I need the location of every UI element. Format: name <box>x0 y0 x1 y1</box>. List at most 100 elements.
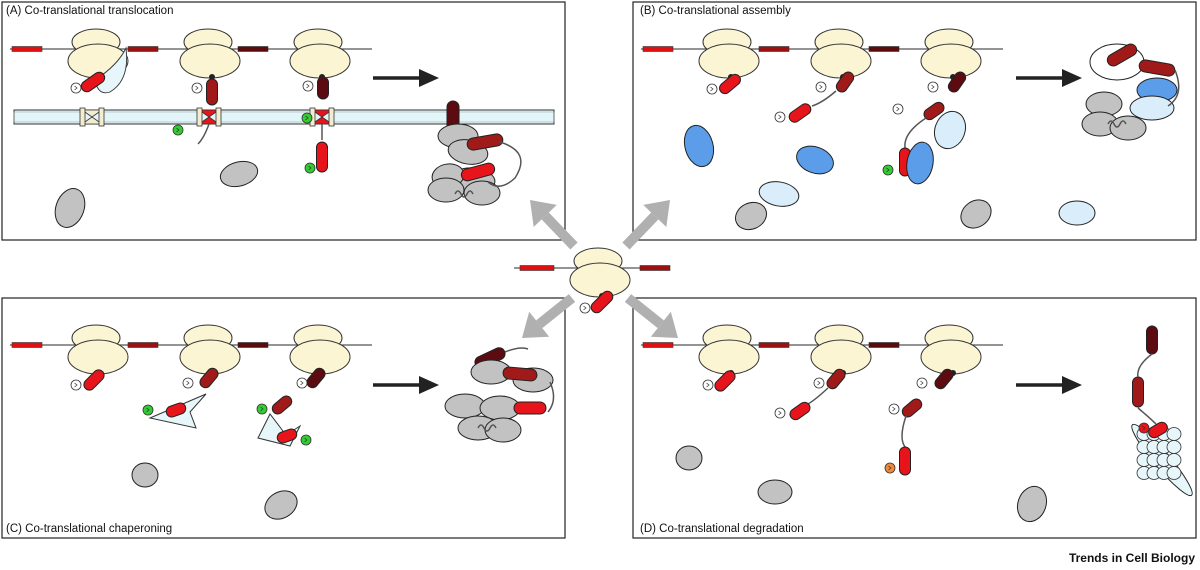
factor-mark <box>920 380 924 386</box>
ribosome-large-subunit <box>810 339 872 375</box>
factor-mark <box>1142 425 1146 431</box>
ribosome-large-subunit <box>179 43 241 79</box>
journal-label: Trends in Cell Biology <box>1069 551 1195 565</box>
ribosome-large-subunit <box>810 43 872 79</box>
protein-domain <box>317 76 329 100</box>
partner-subunit <box>906 141 934 185</box>
protein-domain <box>271 395 293 415</box>
pathway-arrow-shaft <box>536 294 576 329</box>
signal-sequence <box>80 71 106 93</box>
proteasome-subunit <box>1166 466 1182 480</box>
factor-mark <box>260 406 264 412</box>
protein-domain <box>714 370 736 392</box>
factor-mark <box>583 305 587 311</box>
factor-icon <box>916 377 928 389</box>
factor-mark <box>778 410 782 416</box>
protein-domain <box>276 428 298 444</box>
factor-mark <box>195 85 199 91</box>
protein-domain <box>1146 325 1158 355</box>
factor-icon <box>815 81 827 93</box>
folded-domain <box>54 188 86 228</box>
folded-domain <box>1016 485 1048 523</box>
factor-mark <box>74 382 78 388</box>
degradation-factor-icon <box>884 462 896 474</box>
ribosome <box>179 324 241 376</box>
ribosome-large-subunit <box>67 339 129 375</box>
factor-icon <box>706 83 718 95</box>
protein-domain <box>1148 421 1168 439</box>
progress-arrow-head <box>1062 69 1082 87</box>
protein-domain <box>206 78 218 106</box>
progress-arrow-head <box>419 376 439 394</box>
protein-domain <box>466 133 504 151</box>
progress-arrow-head <box>1062 376 1082 394</box>
partner-subunit <box>1058 200 1096 226</box>
translocation-factor-icon <box>304 162 316 174</box>
pathway-arrow-shaft <box>624 294 664 329</box>
nascent-chain-linker <box>1167 69 1180 107</box>
folded-domain <box>427 177 465 203</box>
pathway-arrow-head <box>643 200 670 227</box>
factor-mark <box>710 86 714 92</box>
mrna-segment <box>642 46 674 52</box>
mrna-segment <box>11 46 43 52</box>
factor-mark <box>305 115 309 121</box>
folded-domain <box>734 201 768 231</box>
er-membrane-inner <box>13 111 555 123</box>
protein-domain <box>502 366 538 382</box>
factor-icon <box>579 302 591 314</box>
assembly-factor-icon <box>882 164 894 176</box>
nascent-chain-linker <box>811 90 837 107</box>
ribosome <box>698 324 760 376</box>
ribosome <box>920 324 982 376</box>
protein-domain <box>923 101 945 121</box>
protein-domain <box>789 401 811 421</box>
panel-d-title: (D) Co-translational degradation <box>640 523 804 535</box>
factor-mark <box>308 165 312 171</box>
protein-domain <box>934 368 954 390</box>
ribosome <box>179 28 241 80</box>
ribosome <box>698 28 760 80</box>
translocation-factor-icon <box>172 124 184 136</box>
factor-icon <box>302 80 314 92</box>
partner-subunit <box>1129 95 1175 121</box>
factor-mark <box>886 167 890 173</box>
factor-icon <box>774 111 786 123</box>
translocon-side <box>196 107 203 127</box>
nascent-chain-linker <box>807 387 829 405</box>
translocon-top <box>197 109 221 118</box>
folded-domain <box>960 199 992 229</box>
translocon-bottom <box>80 116 104 125</box>
factor-icon <box>702 379 714 391</box>
degradation-factor-icon <box>1138 422 1150 434</box>
factor-mark <box>300 380 304 386</box>
factor-icon <box>191 82 203 94</box>
protein-domain <box>306 367 326 389</box>
folded-domain <box>463 180 501 206</box>
ribosome <box>920 28 982 80</box>
translocon-side <box>328 107 335 127</box>
mrna-segment <box>758 342 790 348</box>
factor-icon <box>70 82 82 94</box>
folded-domain <box>484 417 522 443</box>
exit-tunnel <box>209 74 215 80</box>
folded-domain <box>131 462 159 488</box>
pathway-arrow-shaft <box>622 212 659 250</box>
nascent-chain-linker <box>197 123 210 145</box>
factor-icon <box>927 81 939 93</box>
factor-mark <box>146 407 150 413</box>
factor-mark <box>896 106 900 112</box>
partner-subunit <box>758 181 800 207</box>
factor-mark <box>778 114 782 120</box>
pathway-arrow-head <box>530 200 557 227</box>
molecule-layer <box>54 28 1193 523</box>
proteasome-subunit <box>1166 440 1182 454</box>
ribosome <box>569 247 631 299</box>
protein-domain <box>513 401 547 415</box>
translocation-factor-icon <box>301 112 313 124</box>
factor-mark <box>74 85 78 91</box>
mrna-segment <box>868 46 900 52</box>
panel-b-title: (B) Co-translational assembly <box>640 5 791 17</box>
mrna-segment <box>11 342 43 348</box>
